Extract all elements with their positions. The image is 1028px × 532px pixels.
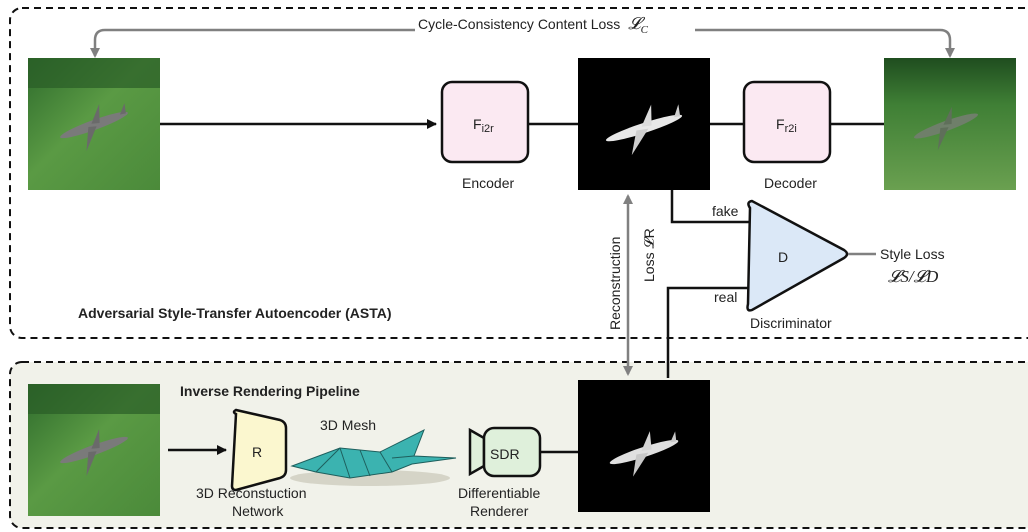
encoder-symbol: Fi2r xyxy=(473,116,494,135)
discriminator-symbol: D xyxy=(778,249,788,265)
style-loss-label: Style Loss xyxy=(880,246,945,262)
discriminator-block xyxy=(746,199,849,312)
mesh-image xyxy=(290,428,457,486)
recon-network-caption-1: 3D Reconstuction xyxy=(196,485,307,501)
asta-panel xyxy=(9,7,1028,339)
encoder-caption: Encoder xyxy=(462,175,514,191)
decoder-caption: Decoder xyxy=(764,175,817,191)
fake-line xyxy=(670,190,750,224)
style-loss-math: 𝓛S/𝓛D xyxy=(888,267,939,286)
fake-label: fake xyxy=(712,203,739,219)
reconstruction-label: Reconstruction xyxy=(607,237,623,330)
mesh-label: 3D Mesh xyxy=(320,417,376,433)
renderer-symbol: SDR xyxy=(490,446,520,462)
input-image-bottom xyxy=(28,384,160,516)
input-image-top xyxy=(28,58,160,190)
real-label: real xyxy=(714,289,737,305)
encoder-block: Fi2r xyxy=(440,80,530,164)
renderer-caption-1: Differentiable xyxy=(458,485,540,501)
asta-title: Adversarial Style-Transfer Autoencoder (… xyxy=(78,305,392,321)
rendered-image xyxy=(578,380,710,512)
renderer-caption-2: Renderer xyxy=(470,503,529,519)
discriminator-caption: Discriminator xyxy=(750,315,832,331)
recon-network-block xyxy=(230,408,288,492)
decoder-symbol: Fr2i xyxy=(776,116,797,135)
recon-network-caption-2: Network xyxy=(232,503,284,519)
reconstruction-loss-label: Loss 𝓛R xyxy=(641,228,657,282)
output-image xyxy=(884,58,1016,190)
latent-render-image xyxy=(578,58,710,190)
renderer-block: SDR xyxy=(468,426,542,478)
real-line xyxy=(666,286,750,378)
recon-network-symbol: R xyxy=(252,444,262,460)
pipeline-title: Inverse Rendering Pipeline xyxy=(180,383,360,399)
decoder-block: Fr2i xyxy=(742,80,832,164)
